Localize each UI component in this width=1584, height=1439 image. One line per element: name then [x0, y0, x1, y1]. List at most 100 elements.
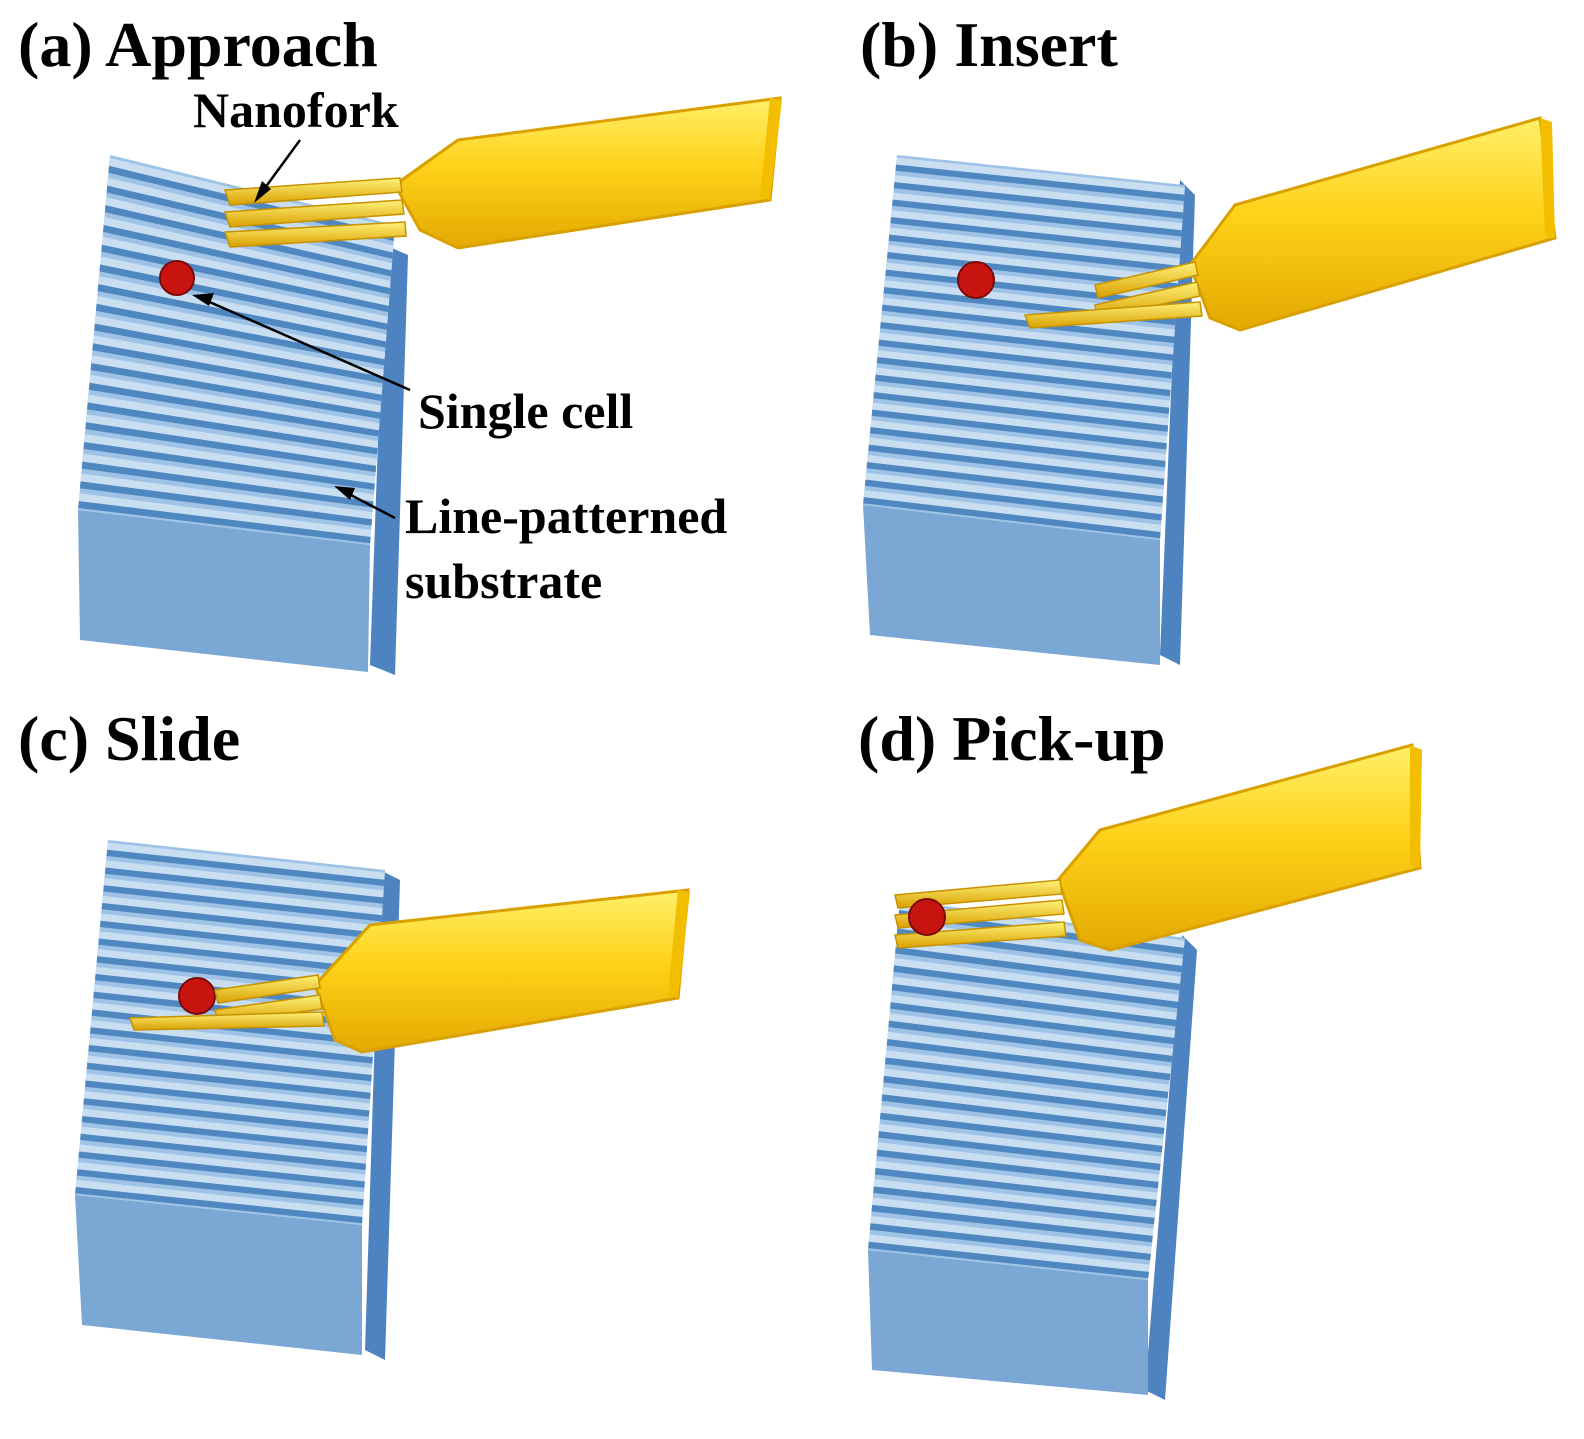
substrate-stripe-light [867, 455, 1164, 497]
substrate-stripe-dark [103, 225, 391, 295]
substrate-stripe-light [100, 913, 381, 951]
arrowhead-nanofork [254, 181, 271, 203]
substrate-stripe-dark [104, 867, 384, 904]
substrate-stripe-dark [886, 1039, 1171, 1081]
substrate-stripe-light [103, 878, 383, 916]
substrate-side-face [370, 245, 408, 675]
substrate-stripe-light [896, 157, 1185, 195]
panel-c: (c) Slide [18, 703, 690, 1360]
tine [223, 199, 405, 228]
substrate-stripe-light [880, 315, 1174, 355]
substrate-stripe-dark [106, 849, 385, 886]
substrate-stripe-dark [92, 343, 382, 401]
substrate-stripe-dark [871, 409, 1167, 450]
substrate-stripe-light [91, 355, 381, 413]
substrate-stripe-dark [876, 1149, 1159, 1189]
substrate-stripe-light [80, 473, 373, 520]
panel-d-title: (d) Pick-up [858, 703, 1166, 774]
substrate-stripe-dark [895, 164, 1185, 201]
substrate-stripe-light [77, 1162, 365, 1200]
substrate-stripe-light [868, 1234, 1150, 1272]
single-cell [957, 261, 995, 299]
substrate-front-face [78, 510, 370, 672]
substrate-stripe-light [880, 1105, 1164, 1146]
substrate-stripe-dark [880, 322, 1174, 361]
substrate-stripe-light [95, 966, 377, 1005]
substrate-stripe-light [877, 350, 1172, 391]
panel-b: (b) Insert [860, 9, 1557, 665]
substrate-stripe-light [882, 1086, 1166, 1128]
tine [223, 221, 407, 248]
substrate-front-face [863, 505, 1160, 665]
substrate-stripe-light [83, 1091, 369, 1129]
substrate-stripe-light [894, 958, 1179, 1002]
substrate-stripe-light [895, 939, 1181, 984]
substrate-stripe-dark [83, 441, 375, 490]
probe-end-face [1410, 745, 1422, 868]
substrate-stripe-dark [90, 1027, 373, 1064]
substrate-stripe-light [888, 1013, 1174, 1056]
substrate-front-face [868, 1250, 1148, 1395]
substrate-stripe-dark [80, 1133, 366, 1170]
arrow-substrate [344, 490, 396, 520]
substrate-stripe-light [873, 1179, 1156, 1218]
tine [894, 921, 1067, 949]
substrate-stripe-light [78, 493, 372, 537]
substrate-stripe-dark [98, 938, 379, 975]
substrate-stripe-dark [873, 392, 1169, 432]
substrate-stripe-dark [886, 252, 1179, 290]
probe-body [1188, 116, 1557, 332]
substrate-stripe-dark [868, 1241, 1149, 1279]
substrate-stripe-dark [101, 903, 381, 940]
single-cell [178, 977, 216, 1015]
substrate-stripe-dark [86, 1062, 371, 1099]
substrate-block [863, 155, 1195, 665]
substrate-stripe-dark [87, 402, 378, 455]
tine [1023, 301, 1203, 329]
substrate-stripe-dark [871, 1204, 1153, 1243]
substrate-stripe-dark [88, 382, 379, 437]
arrow-nanofork [260, 139, 302, 193]
substrate-stripe-light [96, 296, 386, 360]
substrate-stripe-light [107, 842, 385, 880]
substrate-stripe-dark [75, 1187, 363, 1224]
substrate-stripe-light [875, 1160, 1158, 1200]
substrate-stripe-light [84, 434, 376, 484]
substrate-stripe-light [870, 420, 1167, 462]
substrate-stripe-light [87, 1055, 372, 1093]
substrate-stripe-dark [893, 965, 1179, 1009]
substrate-stripe-dark [869, 427, 1166, 468]
label-substrate-line2: substrate [405, 553, 602, 609]
nanofork-tines [128, 974, 325, 1031]
substrate-stripe-light [887, 245, 1179, 284]
substrate-stripe-light [105, 860, 384, 898]
substrate-stripe-light [102, 895, 382, 934]
substrate-stripe-dark [883, 1075, 1167, 1117]
substrate-stripe-light [887, 1031, 1172, 1074]
substrate-stripe-light [85, 414, 377, 466]
substrate-stripe-dark [99, 920, 380, 957]
substrate-stripe-light [82, 1108, 368, 1147]
tine [214, 974, 321, 1004]
substrate-stripe-dark [83, 1098, 369, 1135]
substrate-stripe-dark [888, 234, 1180, 272]
substrate-stripe-dark [76, 1169, 364, 1206]
substrate-side-face [1145, 935, 1197, 1400]
substrate-stripe-light [94, 315, 384, 377]
substrate-stripe-dark [864, 479, 1162, 521]
substrate-stripe-dark [878, 339, 1172, 379]
substrate-stripe-light [88, 1037, 373, 1076]
probe-end-face [760, 98, 782, 200]
tine [1094, 261, 1199, 299]
substrate-stripe-light [865, 472, 1163, 515]
substrate-stripe-dark [893, 182, 1184, 219]
substrate-stripe-dark [78, 501, 371, 544]
substrate-stripe-dark [90, 363, 381, 419]
arrow-single-cell [204, 298, 411, 392]
substrate-side-face [1160, 180, 1195, 665]
substrate-front-face [75, 1195, 362, 1355]
label-single-cell: Single cell [418, 383, 633, 439]
substrate-stripe-light [82, 453, 374, 502]
single-cell [159, 260, 195, 296]
